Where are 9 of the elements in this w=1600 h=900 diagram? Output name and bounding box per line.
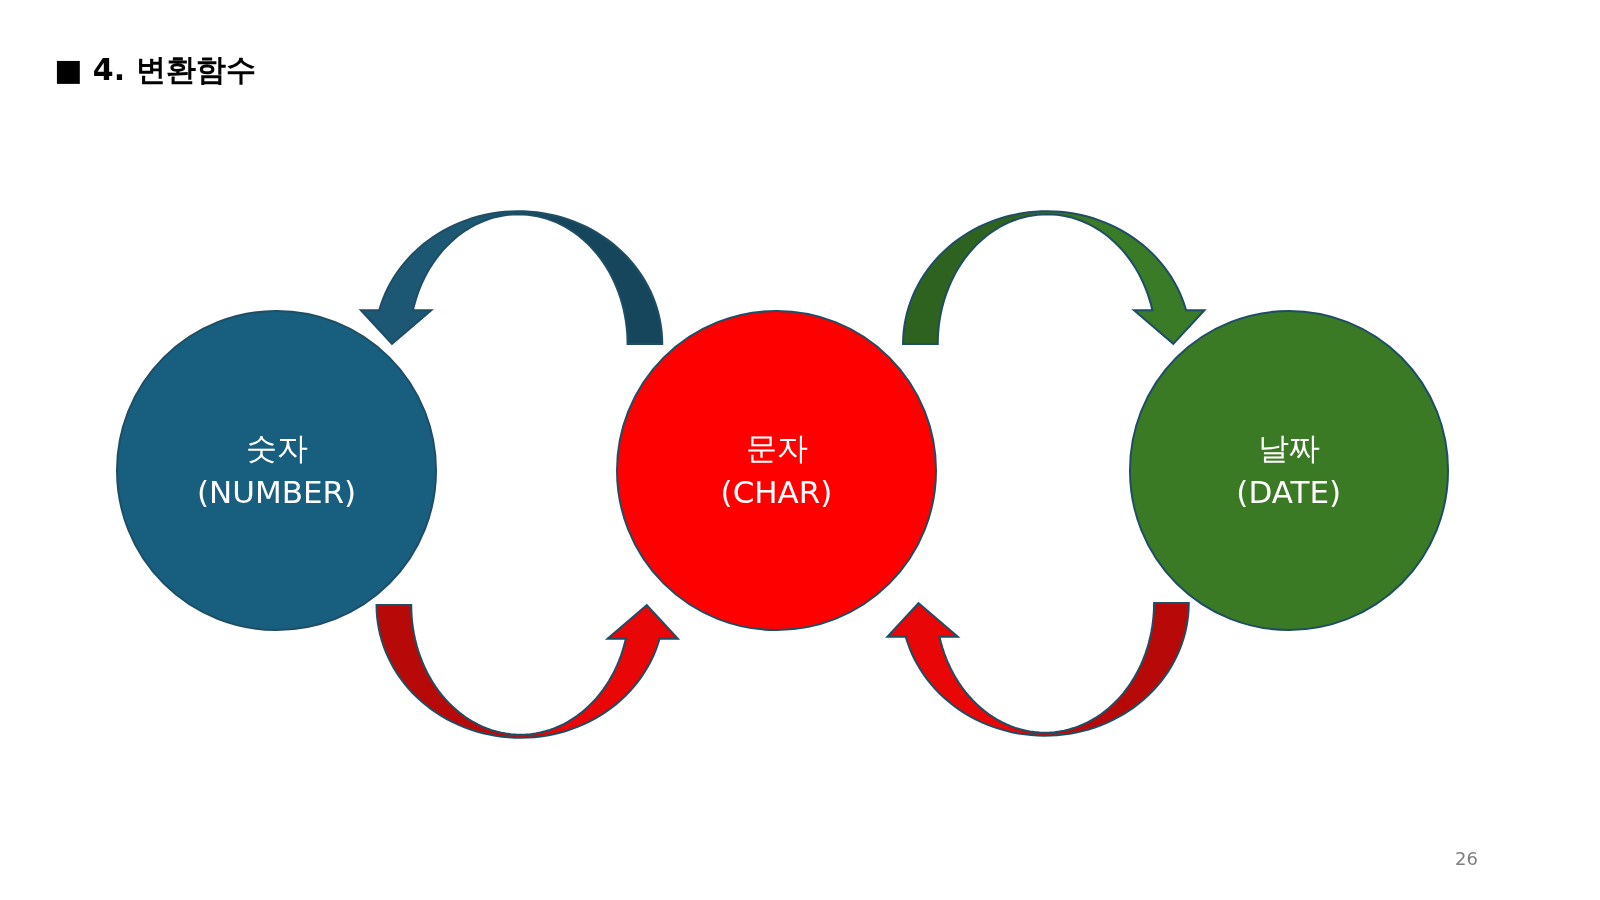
curved-arrow: [902, 210, 1207, 346]
node-label: 문자 (CHAR): [720, 429, 833, 513]
title: ■ 4. 변환함수: [54, 53, 256, 88]
curved-arrow: [375, 603, 681, 739]
curved-arrow: [885, 601, 1190, 737]
node-label: 숫자 (NUMBER): [196, 429, 357, 513]
node-label: 날짜 (DATE): [1236, 429, 1342, 513]
curved-arrow: [358, 210, 664, 346]
page-number: 26: [1455, 847, 1478, 870]
